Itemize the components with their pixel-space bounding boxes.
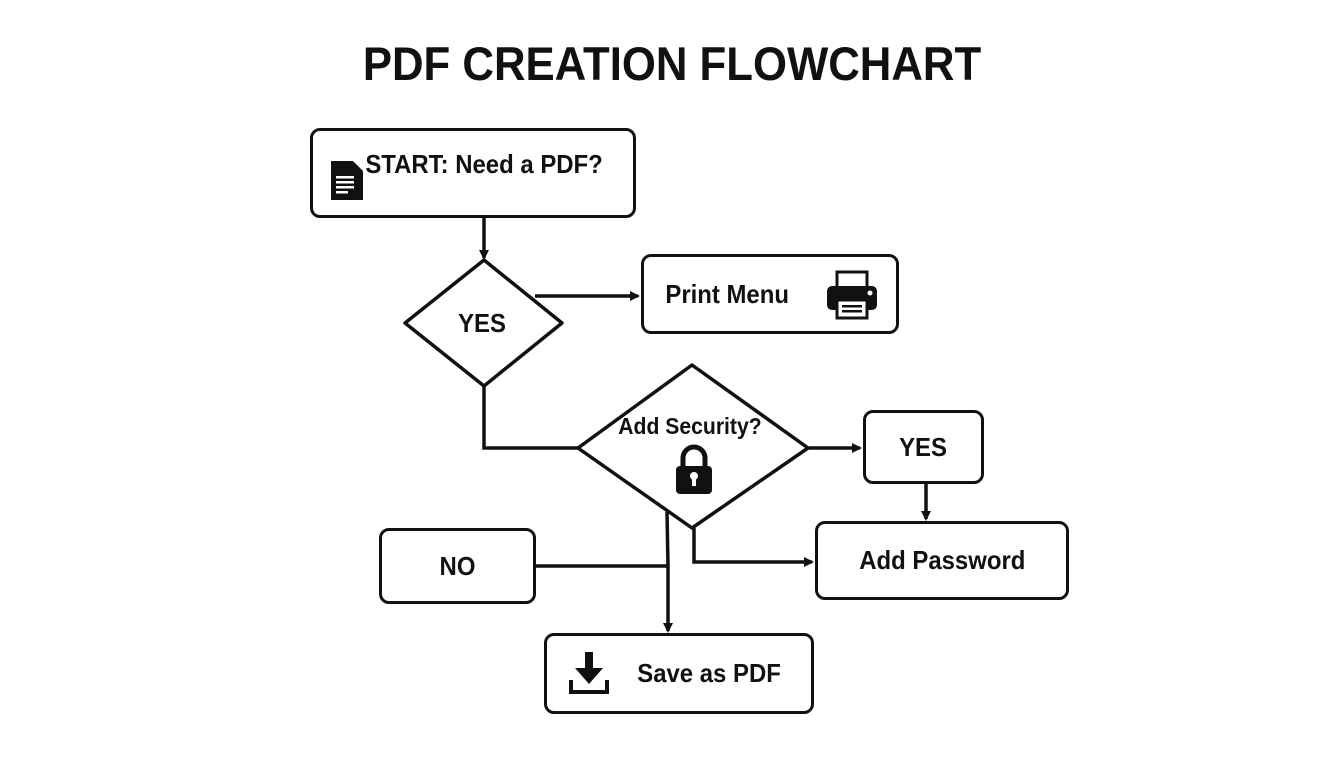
save-pdf-node[interactable]: Save as PDF [544,633,814,714]
edge-decision-to-add-security [482,386,579,450]
edge-security-to-add-password [692,528,814,567]
flowchart-title: PDF CREATION FLOWCHART [362,37,982,90]
decision-yes-diamond[interactable] [403,258,564,388]
security-yes-node[interactable]: YES [863,410,984,484]
start-node[interactable]: START: Need a PDF? [310,128,636,218]
add-password-node[interactable]: Add Password [815,521,1069,600]
decision-yes-label: YES [458,308,506,338]
add-security-label: Add Security? [618,413,762,439]
document-icon [331,161,363,200]
edge-security-to-save-pdf [663,511,673,633]
no-node[interactable]: NO [379,528,536,604]
printer-icon [827,270,877,320]
security-yes-label: YES [899,431,948,462]
print-menu-label: Print Menu [665,278,789,309]
save-pdf-label: Save as PDF [637,658,781,688]
download-icon [569,652,609,694]
add-password-label: Add Password [858,545,1026,575]
no-label: NO [439,550,476,581]
lock-icon [676,444,712,494]
start-label: START: Need a PDF? [365,149,603,179]
